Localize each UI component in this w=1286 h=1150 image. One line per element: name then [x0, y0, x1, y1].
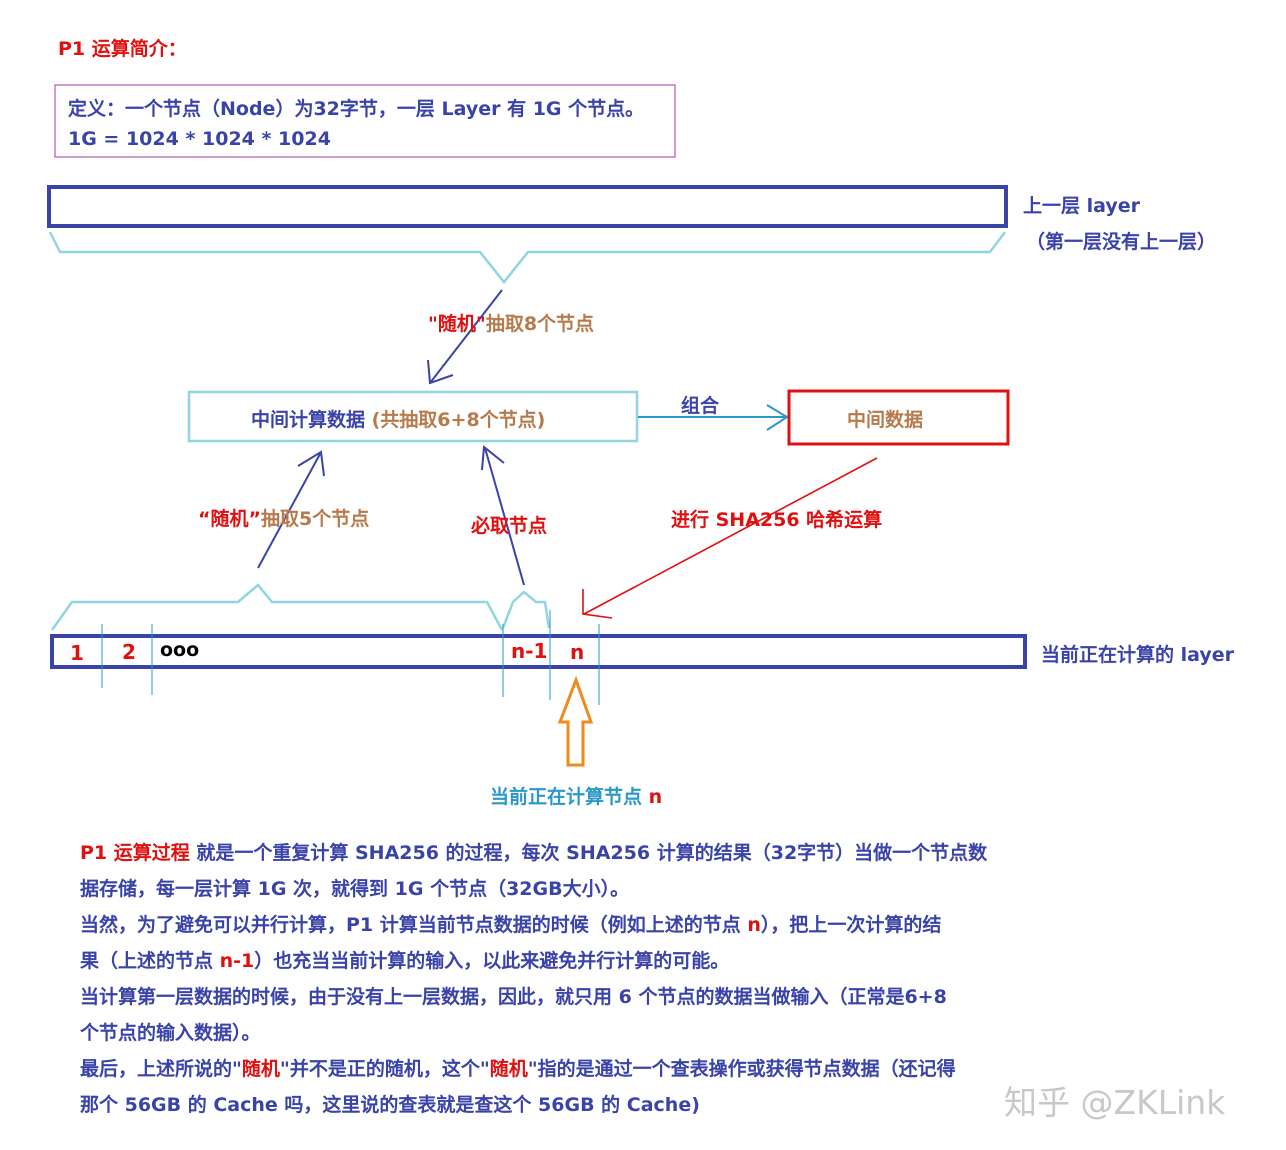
- definition-box: [54, 84, 676, 158]
- arrow-required: [484, 447, 525, 586]
- cell-ellipsis: ooo: [160, 639, 200, 661]
- paragraph-line-4: 果（上述的节点 n-1）也充当当前计算的输入，以此来避免并行计算的可能。: [80, 946, 729, 973]
- random-pick-8-label: "随机"抽取8个节点: [428, 309, 594, 336]
- definition-line-1: 定义：一个节点（Node）为32字节，一层 Layer 有 1G 个节点。: [68, 98, 645, 120]
- random-pick-5-label: “随机”抽取5个节点: [198, 504, 369, 531]
- intermediate-calc-label: 中间计算数据 (共抽取6+8个节点): [251, 405, 545, 432]
- paragraph-line-2: 据存储，每一层计算 1G 次，就得到 1G 个节点（32GB大小）。: [80, 878, 630, 900]
- page-title: P1 运算简介：: [58, 38, 187, 60]
- random-pick-8-text: 抽取8个节点: [485, 313, 595, 335]
- paragraph-line-6: 个节点的输入数据）。: [80, 1022, 261, 1044]
- combine-label: 组合: [681, 395, 720, 417]
- current-node-arrow: [557, 675, 594, 767]
- paragraph-text: 当然，为了避免可以并行计算，P1 计算当前节点数据的时候（例如上述的节点: [80, 914, 748, 936]
- current-layer-brace-n1: [501, 590, 551, 629]
- paragraph-line-7: 最后，上述所说的"随机"并不是正的随机，这个"随机"指的是通过一个查表操作或获得…: [80, 1054, 956, 1081]
- cell-2: 2: [122, 640, 136, 664]
- paragraph-random-word: 随机: [489, 1058, 528, 1080]
- sha-label: 进行 SHA256 哈希运算: [671, 509, 883, 531]
- current-layer-label: 当前正在计算的 layer: [1041, 644, 1235, 666]
- current-layer-box: [50, 634, 1027, 669]
- arrow-required-head: [481, 445, 505, 471]
- arrow-random8-head: [427, 359, 454, 385]
- upper-layer-box: [47, 185, 1008, 228]
- current-node-n: n: [648, 786, 663, 808]
- paragraph-line-5: 当计算第一层数据的时候，由于没有上一层数据，因此，就只用 6 个节点的数据当做输…: [80, 986, 947, 1008]
- upper-layer-label: 上一层 layer: [1023, 195, 1141, 217]
- paragraph-line-3: 当然，为了避免可以并行计算，P1 计算当前节点数据的时候（例如上述的节点 n），…: [80, 910, 941, 937]
- intermediate-data-box: [787, 389, 1010, 446]
- paragraph-text: "指的是通过一个查表操作或获得节点数据（还记得: [527, 1058, 956, 1080]
- paragraph-heading: P1 运算过程: [80, 842, 190, 864]
- current-layer-brace-5: [50, 583, 504, 631]
- paragraph-line-8: 那个 56GB 的 Cache 吗，这里说的查表就是查这个 56GB 的 Cac…: [80, 1094, 700, 1116]
- intermediate-calc-text: 中间计算数据: [251, 409, 372, 431]
- cell-1: 1: [70, 641, 84, 665]
- required-node-label: 必取节点: [471, 515, 548, 537]
- arrow-sha: [583, 457, 878, 615]
- current-node-text: 当前正在计算节点: [490, 786, 649, 808]
- arrow-sha-head: [582, 589, 613, 619]
- paragraph-text: 果（上述的节点: [80, 950, 220, 972]
- cell-n: n: [570, 640, 585, 664]
- arrow-random8: [429, 289, 503, 384]
- random-pick-5-text: 抽取5个节点: [260, 508, 370, 530]
- upper-layer-brace: [48, 231, 1006, 285]
- paragraph-text: 就是一个重复计算 SHA256 的过程，每次 SHA256 计算的结果（32字节…: [189, 842, 988, 864]
- cell-n-minus-1: n-1: [511, 639, 548, 663]
- paragraph-text: ）也充当当前计算的输入，以此来避免并行计算的可能。: [254, 950, 730, 972]
- combine-arrow-head: [766, 404, 789, 431]
- intermediate-data-label: 中间数据: [847, 409, 924, 431]
- random-word: "随机": [428, 313, 486, 335]
- watermark: 知乎 @ZKLink: [1004, 1083, 1226, 1122]
- paragraph-line-1: P1 运算过程 就是一个重复计算 SHA256 的过程，每次 SHA256 计算…: [80, 838, 987, 865]
- current-node-label: 当前正在计算节点 n: [490, 782, 662, 809]
- definition-line-2: 1G = 1024 * 1024 * 1024: [68, 128, 331, 150]
- intermediate-calc-count: (共抽取6+8个节点): [371, 409, 546, 431]
- paragraph-random-word: 随机: [241, 1058, 280, 1080]
- arrow-random5-head: [297, 450, 325, 477]
- upper-layer-note: （第一层没有上一层）: [1026, 231, 1217, 253]
- intermediate-calc-box: [187, 390, 639, 443]
- paragraph-text: 最后，上述所说的": [80, 1058, 242, 1080]
- paragraph-node-n: n: [747, 914, 761, 936]
- paragraph-text: ），把上一次计算的结: [760, 914, 942, 936]
- paragraph-text: "并不是正的随机，这个": [279, 1058, 490, 1080]
- random-word: “随机”: [198, 508, 261, 530]
- paragraph-node-n-minus-1: n-1: [219, 950, 255, 972]
- arrow-random5: [257, 453, 321, 569]
